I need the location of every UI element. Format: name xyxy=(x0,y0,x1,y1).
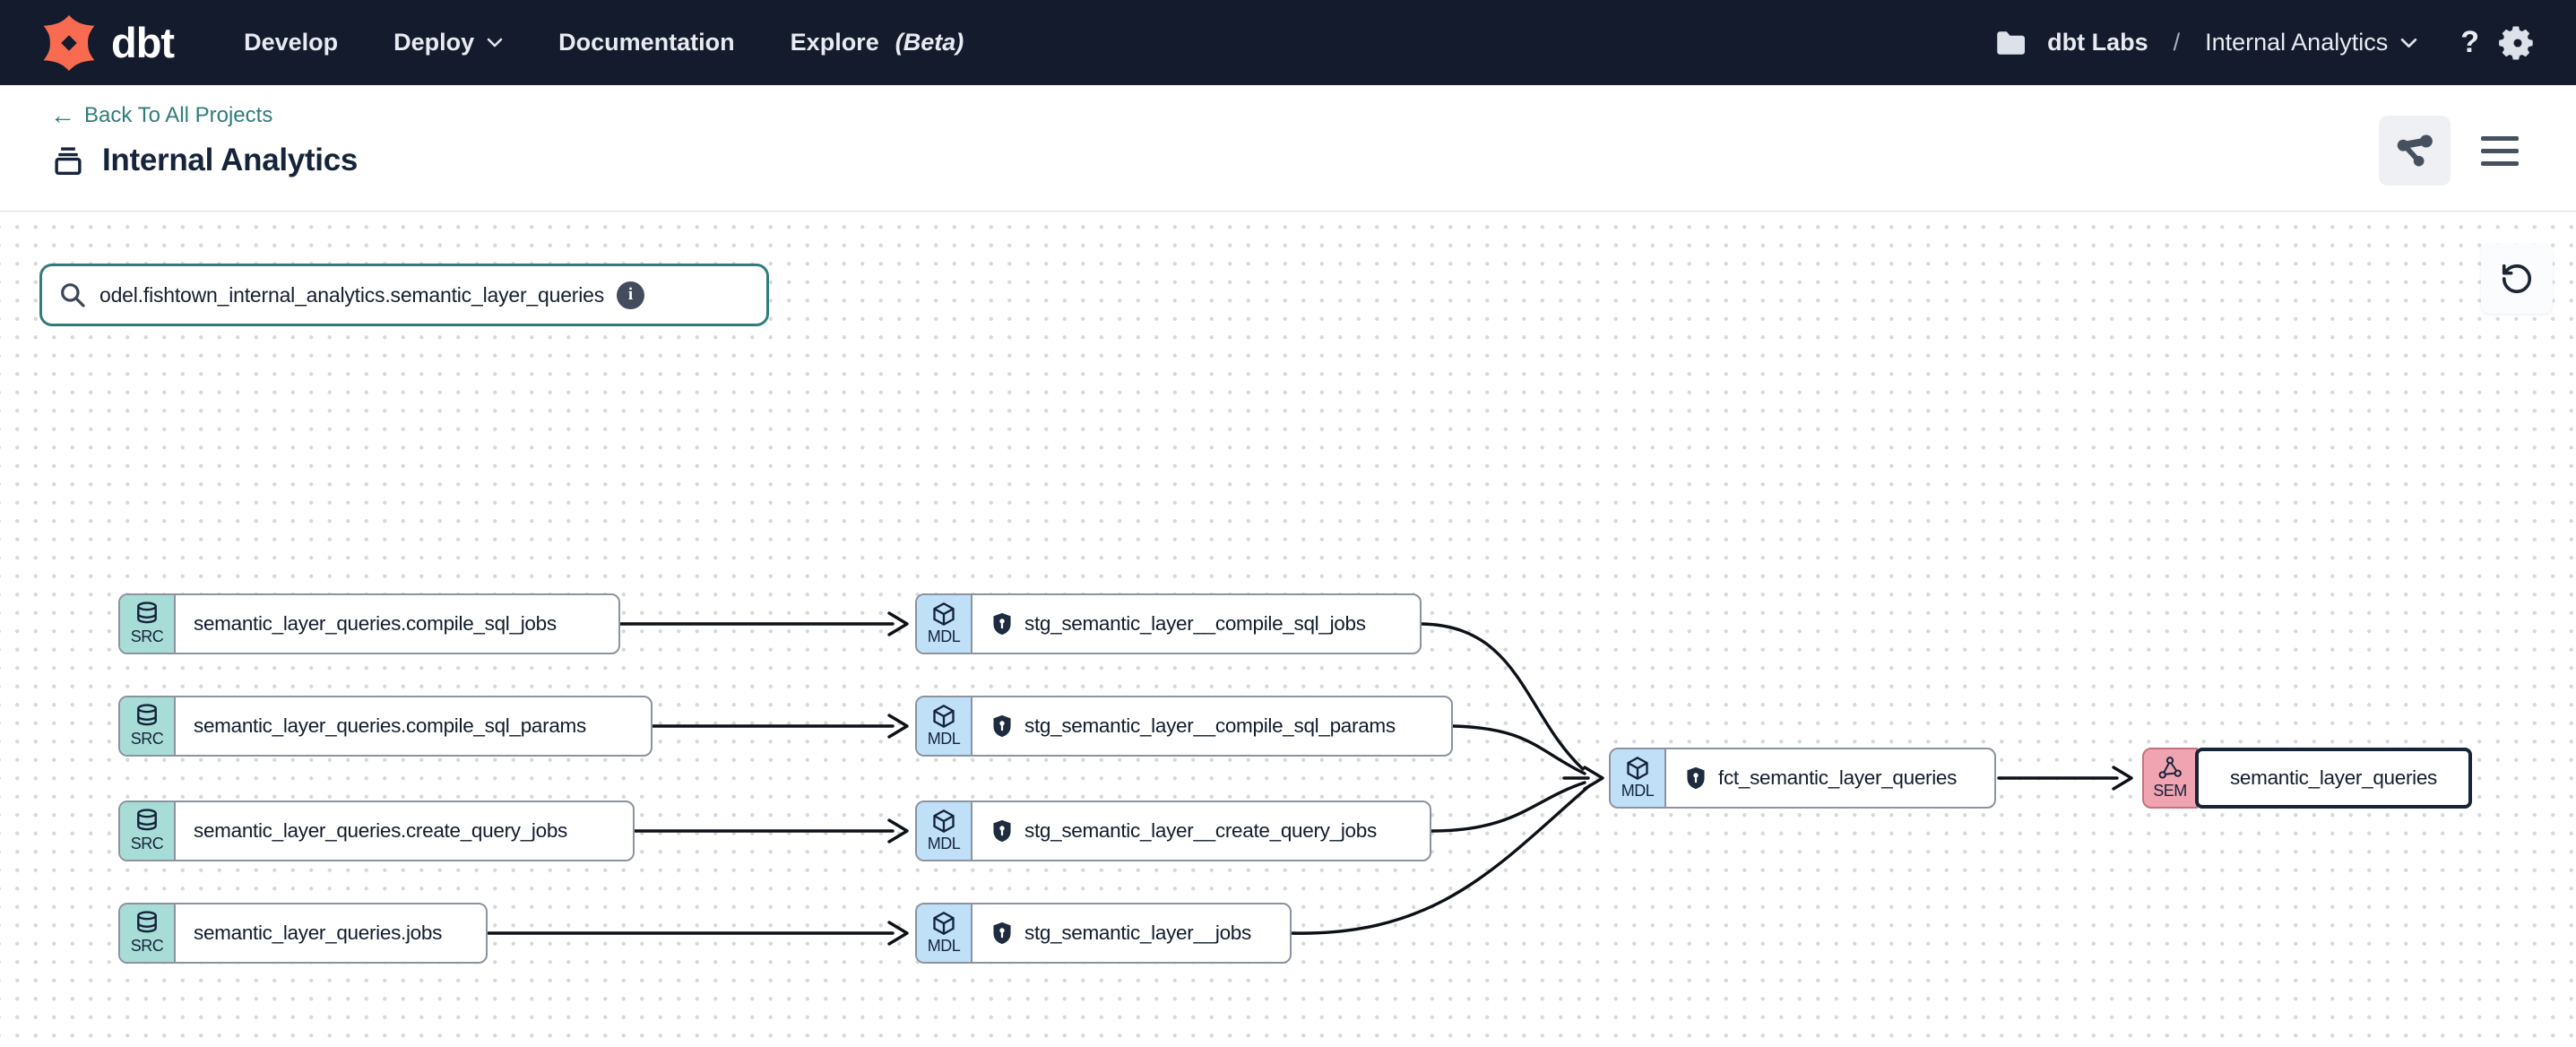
node-label: semantic_layer_queries.compile_sql_jobs xyxy=(194,612,557,635)
database-icon xyxy=(137,809,157,831)
navbar-right: dbt Labs / Internal Analytics ? xyxy=(1995,24,2537,62)
page-header: ← Back To All Projects Internal Analytic… xyxy=(0,85,2576,211)
source-badge: SRC xyxy=(120,595,176,653)
cube-icon xyxy=(933,704,955,729)
beta-tag: (Beta) xyxy=(895,29,964,56)
shield-icon xyxy=(993,922,1011,945)
nav-deploy[interactable]: Deploy xyxy=(393,29,503,56)
model-badge: MDL xyxy=(917,697,972,755)
node-label: stg_semantic_layer__jobs xyxy=(972,904,1269,962)
reset-icon xyxy=(2502,264,2532,294)
node-label: fct_semantic_layer_queries xyxy=(1666,749,1969,807)
search-icon xyxy=(61,283,85,307)
node-label: semantic_layer_queries.create_query_jobs xyxy=(194,819,567,842)
node-label: semantic_layer_queries.jobs xyxy=(194,922,443,944)
shield-icon xyxy=(993,612,1011,636)
node-label: stg_semantic_layer__compile_sql_params xyxy=(972,697,1413,755)
project-switcher[interactable]: Internal Analytics xyxy=(2205,29,2417,56)
node-sem-semantic-layer-queries[interactable]: SEM semantic_layer_queries xyxy=(2142,748,2472,809)
help-icon[interactable]: ? xyxy=(2460,25,2479,59)
node-src-jobs[interactable]: SRC semantic_layer_queries.jobs xyxy=(118,903,488,964)
source-badge: SRC xyxy=(120,904,176,962)
nav-develop[interactable]: Develop xyxy=(244,29,339,56)
search-value: odel.fishtown_internal_analytics.semanti… xyxy=(99,282,605,307)
node-label: stg_semantic_layer__compile_sql_jobs xyxy=(972,595,1384,653)
dbt-logo[interactable]: dbt xyxy=(39,13,175,73)
node-label: semantic_layer_queries xyxy=(2195,748,2472,809)
node-stg-jobs[interactable]: MDL stg_semantic_layer__jobs xyxy=(915,903,1292,964)
semantic-model-badge: SEM xyxy=(2142,748,2198,809)
node-fct-semantic-layer-queries[interactable]: MDL fct_semantic_layer_queries xyxy=(1609,748,1996,809)
database-icon xyxy=(137,911,157,933)
source-badge: SRC xyxy=(120,802,176,860)
cube-icon xyxy=(933,809,955,834)
menu-button[interactable] xyxy=(2474,129,2526,173)
lineage-canvas[interactable]: odel.fishtown_internal_analytics.semanti… xyxy=(0,211,2576,1047)
chevron-down-icon xyxy=(2400,38,2417,48)
dbt-logo-icon xyxy=(43,14,95,71)
cube-icon xyxy=(933,601,955,627)
cube-icon xyxy=(1627,756,1648,781)
model-badge: MDL xyxy=(917,904,972,962)
account-name[interactable]: dbt Labs xyxy=(2047,29,2148,56)
node-src-create-query-jobs[interactable]: SRC semantic_layer_queries.create_query_… xyxy=(118,800,635,861)
model-badge: MDL xyxy=(917,802,972,860)
shield-icon xyxy=(1687,766,1705,790)
shield-icon xyxy=(993,819,1011,843)
node-src-compile-sql-jobs[interactable]: SRC semantic_layer_queries.compile_sql_j… xyxy=(118,593,620,654)
folder-icon xyxy=(1997,30,2026,55)
nav-documentation[interactable]: Documentation xyxy=(558,29,735,56)
model-badge: MDL xyxy=(1611,749,1666,807)
model-badge: MDL xyxy=(917,595,972,653)
info-icon[interactable]: i xyxy=(617,281,645,309)
source-badge: SRC xyxy=(120,697,176,755)
nav-explore[interactable]: Explore (Beta) xyxy=(790,29,964,56)
semantic-model-icon xyxy=(2158,757,2182,779)
lineage-search-input[interactable]: odel.fishtown_internal_analytics.semanti… xyxy=(39,264,769,326)
node-stg-compile-sql-jobs[interactable]: MDL stg_semantic_layer__compile_sql_jobs xyxy=(915,593,1422,654)
node-stg-compile-sql-params[interactable]: MDL stg_semantic_layer__compile_sql_para… xyxy=(915,696,1453,757)
top-navbar: dbt Develop Deploy Documentation Explore… xyxy=(0,0,2576,85)
node-label: stg_semantic_layer__create_query_jobs xyxy=(972,802,1395,860)
project-icon xyxy=(55,147,82,176)
primary-nav: Develop Deploy Documentation Explore (Be… xyxy=(244,29,964,56)
shield-icon xyxy=(993,714,1011,738)
reset-view-button[interactable] xyxy=(2481,244,2553,314)
chevron-down-icon xyxy=(487,38,503,48)
database-icon xyxy=(137,704,157,726)
page-title: Internal Analytics xyxy=(102,143,359,177)
breadcrumb-separator: / xyxy=(2173,29,2181,56)
node-label: semantic_layer_queries.compile_sql_param… xyxy=(194,714,586,737)
back-to-projects-link[interactable]: ← Back To All Projects xyxy=(50,101,273,129)
database-icon xyxy=(137,601,157,624)
node-stg-create-query-jobs[interactable]: MDL stg_semantic_layer__create_query_job… xyxy=(915,800,1431,861)
back-arrow-icon: ← xyxy=(50,101,75,129)
dbt-logo-text: dbt xyxy=(111,19,175,66)
gear-icon[interactable] xyxy=(2499,24,2537,62)
node-src-compile-sql-params[interactable]: SRC semantic_layer_queries.compile_sql_p… xyxy=(118,696,653,757)
lineage-view-button[interactable] xyxy=(2379,116,2451,186)
lineage-icon xyxy=(2397,134,2433,167)
cube-icon xyxy=(933,911,955,936)
